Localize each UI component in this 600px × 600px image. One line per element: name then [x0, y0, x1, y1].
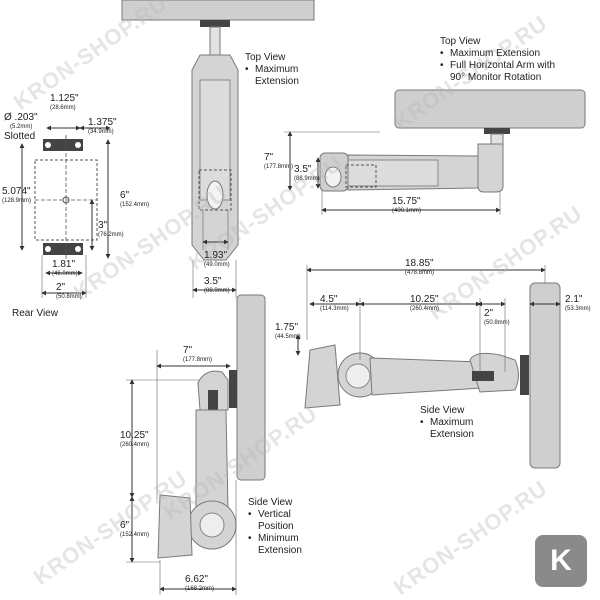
dim-rear-6: 6" (152.4mm) — [120, 190, 150, 208]
dim-max-45: 4.5" (114.3mm) — [320, 294, 349, 312]
view-title-top-full: Top View Maximum Extension Full Horizont… — [440, 36, 555, 84]
dim-full-35: 3.5" (88.9mm) — [294, 164, 320, 182]
dim-rear-slot: Ø .203" (5.2mm) Slotted — [4, 112, 38, 142]
arm-cover-top — [199, 79, 231, 201]
dim-vert-1025: 10.25" (260.4mm) — [120, 430, 150, 448]
tilt-pivot — [209, 26, 221, 56]
rear-bottom-bracket — [43, 243, 83, 255]
monitor-side-right — [529, 282, 561, 469]
dim-max-1885: 18.85" (478.8mm) — [405, 258, 435, 276]
side-view-max-extension — [295, 265, 561, 469]
view-title-top-max: Top View Maximum Extension — [245, 52, 299, 88]
dim-top-193: 1.93" (49.0mm) — [204, 250, 230, 268]
dim-rear-181: 1.81" (46.0mm) — [52, 259, 78, 277]
rotated-arm-elbow — [477, 143, 504, 193]
rear-view — [19, 125, 111, 298]
side-view-vertical — [126, 294, 266, 595]
dim-vert-662: 6.62" (168.2mm) — [185, 574, 215, 592]
dim-full-7: 7" (177.8mm) — [264, 152, 294, 170]
dim-rear-1125: 1.125" (28.6mm) — [50, 93, 79, 111]
view-title-side-max: Side View Maximum Extension — [420, 405, 474, 441]
view-title-side-vertical: Side View Vertical Position Minimum Exte… — [248, 497, 302, 557]
dim-max-175: 1.75" (44.5mm) — [275, 322, 301, 340]
top-view-max-extension — [121, 0, 315, 298]
top-view-full-horizontal — [284, 89, 586, 215]
dim-vert-6: 6" (152.4mm) — [120, 520, 150, 538]
clamp-outline — [198, 169, 232, 211]
extension-arm — [369, 357, 483, 396]
dim-rear-2: 2" (50.8mm) — [56, 282, 82, 300]
dim-max-2: 2" (50.8mm) — [484, 308, 510, 326]
dim-max-1025: 10.25" (260.4mm) — [410, 294, 440, 312]
dim-rear-1375: 1.375" (34.9mm) — [88, 117, 117, 135]
dim-rear-3: 3" (76.2mm) — [98, 220, 124, 238]
rear-top-bracket — [43, 139, 83, 151]
dim-rear-5074: 5.074" (128.9mm) — [2, 186, 32, 204]
elbow-max — [469, 352, 519, 393]
desk-clamp-vertical — [157, 494, 193, 559]
dim-top-35: 3.5" (88.9mm) — [204, 276, 230, 294]
shop-logo: K — [535, 535, 587, 587]
desk-clamp-max — [304, 344, 341, 409]
view-title-rear: Rear View — [12, 308, 58, 319]
vesa-plate — [200, 20, 230, 27]
dim-vert-7: 7" (177.8mm) — [183, 345, 213, 363]
dim-max-21: 2.1" (53.3mm) — [565, 294, 591, 312]
dim-full-1575: 15.75" (400.1mm) — [392, 196, 422, 214]
arm-knob-top — [206, 180, 224, 210]
